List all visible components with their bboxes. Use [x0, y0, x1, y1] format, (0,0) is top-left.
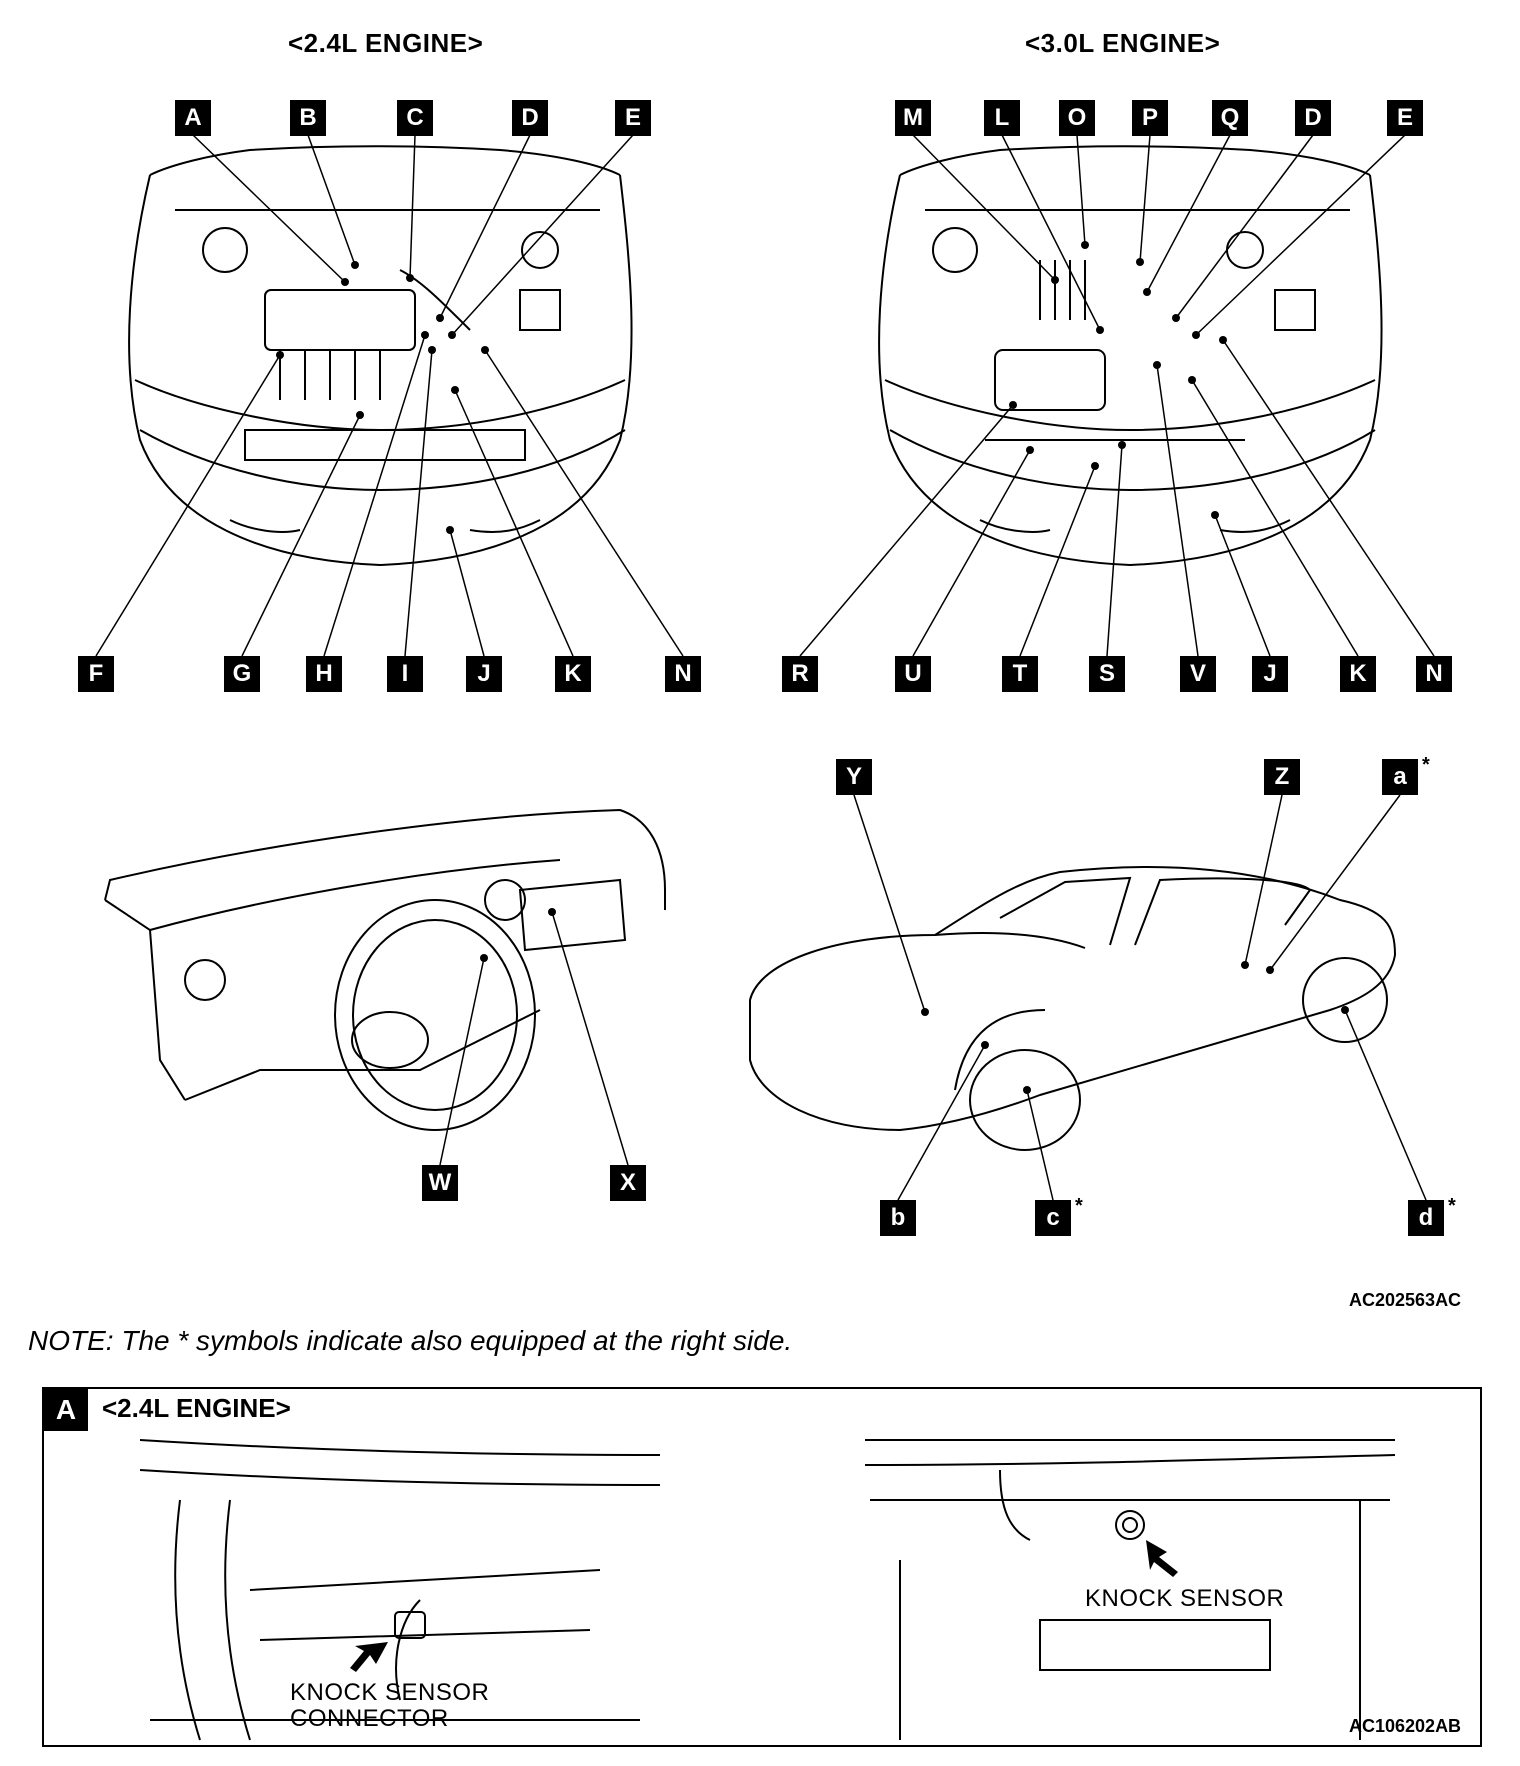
star-a: * [1422, 754, 1430, 776]
label-j-3-0l: J [1252, 656, 1288, 692]
label-h: H [306, 656, 342, 692]
label-z: Z [1264, 759, 1300, 795]
label-l: L [984, 100, 1020, 136]
label-g: G [224, 656, 260, 692]
label-r: R [782, 656, 818, 692]
label-p: P [1132, 100, 1168, 136]
label-x: X [610, 1165, 646, 1201]
callout-connector-line1: KNOCK SENSOR [290, 1679, 490, 1706]
label-d: D [512, 100, 548, 136]
detail-right-drawing [864, 1439, 1396, 1740]
label-e: E [615, 100, 651, 136]
leaders-2-4l [95, 134, 684, 657]
label-b: B [290, 100, 326, 136]
callout-knock-sensor: KNOCK SENSOR [1085, 1585, 1285, 1612]
label-q: Q [1212, 100, 1248, 136]
label-s: S [1089, 656, 1125, 692]
label-j: J [466, 656, 502, 692]
detail-left-drawing [139, 1439, 661, 1741]
callout-connector-line2: CONNECTOR [290, 1705, 449, 1732]
detail-box: A <2.4L ENGINE> [42, 1387, 1482, 1747]
label-b-lower: b [880, 1200, 916, 1236]
dots-lower [480, 908, 1349, 1094]
label-c: C [397, 100, 433, 136]
leaders-3-0l [799, 134, 1435, 657]
dots-2-4l [276, 261, 489, 534]
label-u: U [895, 656, 931, 692]
heading-3-0l-engine: <3.0L ENGINE> [1025, 28, 1221, 58]
figure-code-top: AC202563AC [1349, 1290, 1462, 1310]
label-y: Y [836, 759, 872, 795]
engine-bay-2-4l-drawing [128, 145, 633, 567]
leaders-lower [439, 794, 1427, 1201]
label-k: K [555, 656, 591, 692]
label-a: A [175, 100, 211, 136]
label-n-3-0l: N [1416, 656, 1452, 692]
label-n: N [665, 656, 701, 692]
dashboard-drawing [104, 808, 666, 1131]
car-drawing [749, 866, 1397, 1151]
engine-bay-3-0l-drawing [878, 145, 1383, 567]
label-c-lower: c [1035, 1200, 1071, 1236]
star-d: * [1448, 1195, 1456, 1217]
label-m: M [895, 100, 931, 136]
label-i: I [387, 656, 423, 692]
label-o: O [1059, 100, 1095, 136]
detail-arrows [350, 1540, 1178, 1672]
label-v: V [1180, 656, 1216, 692]
heading-2-4l-engine: <2.4L ENGINE> [288, 28, 484, 58]
note-text: NOTE: The * symbols indicate also equipp… [28, 1325, 793, 1356]
callout-knock-sensor-connector: KNOCK SENSOR CONNECTOR [290, 1680, 489, 1732]
label-d-3-0l: D [1295, 100, 1331, 136]
label-w: W [422, 1165, 458, 1201]
detail-title: <2.4L ENGINE> [102, 1393, 291, 1423]
figure-code-bottom: AC106202AB [1349, 1716, 1462, 1736]
star-c: * [1075, 1195, 1083, 1217]
label-a-lower: a [1382, 759, 1418, 795]
detail-tag: A [44, 1389, 88, 1431]
dots-3-0l [1009, 241, 1227, 519]
label-d-lower: d [1408, 1200, 1444, 1236]
label-t: T [1002, 656, 1038, 692]
label-f: F [78, 656, 114, 692]
label-e-3-0l: E [1387, 100, 1423, 136]
label-k-3-0l: K [1340, 656, 1376, 692]
